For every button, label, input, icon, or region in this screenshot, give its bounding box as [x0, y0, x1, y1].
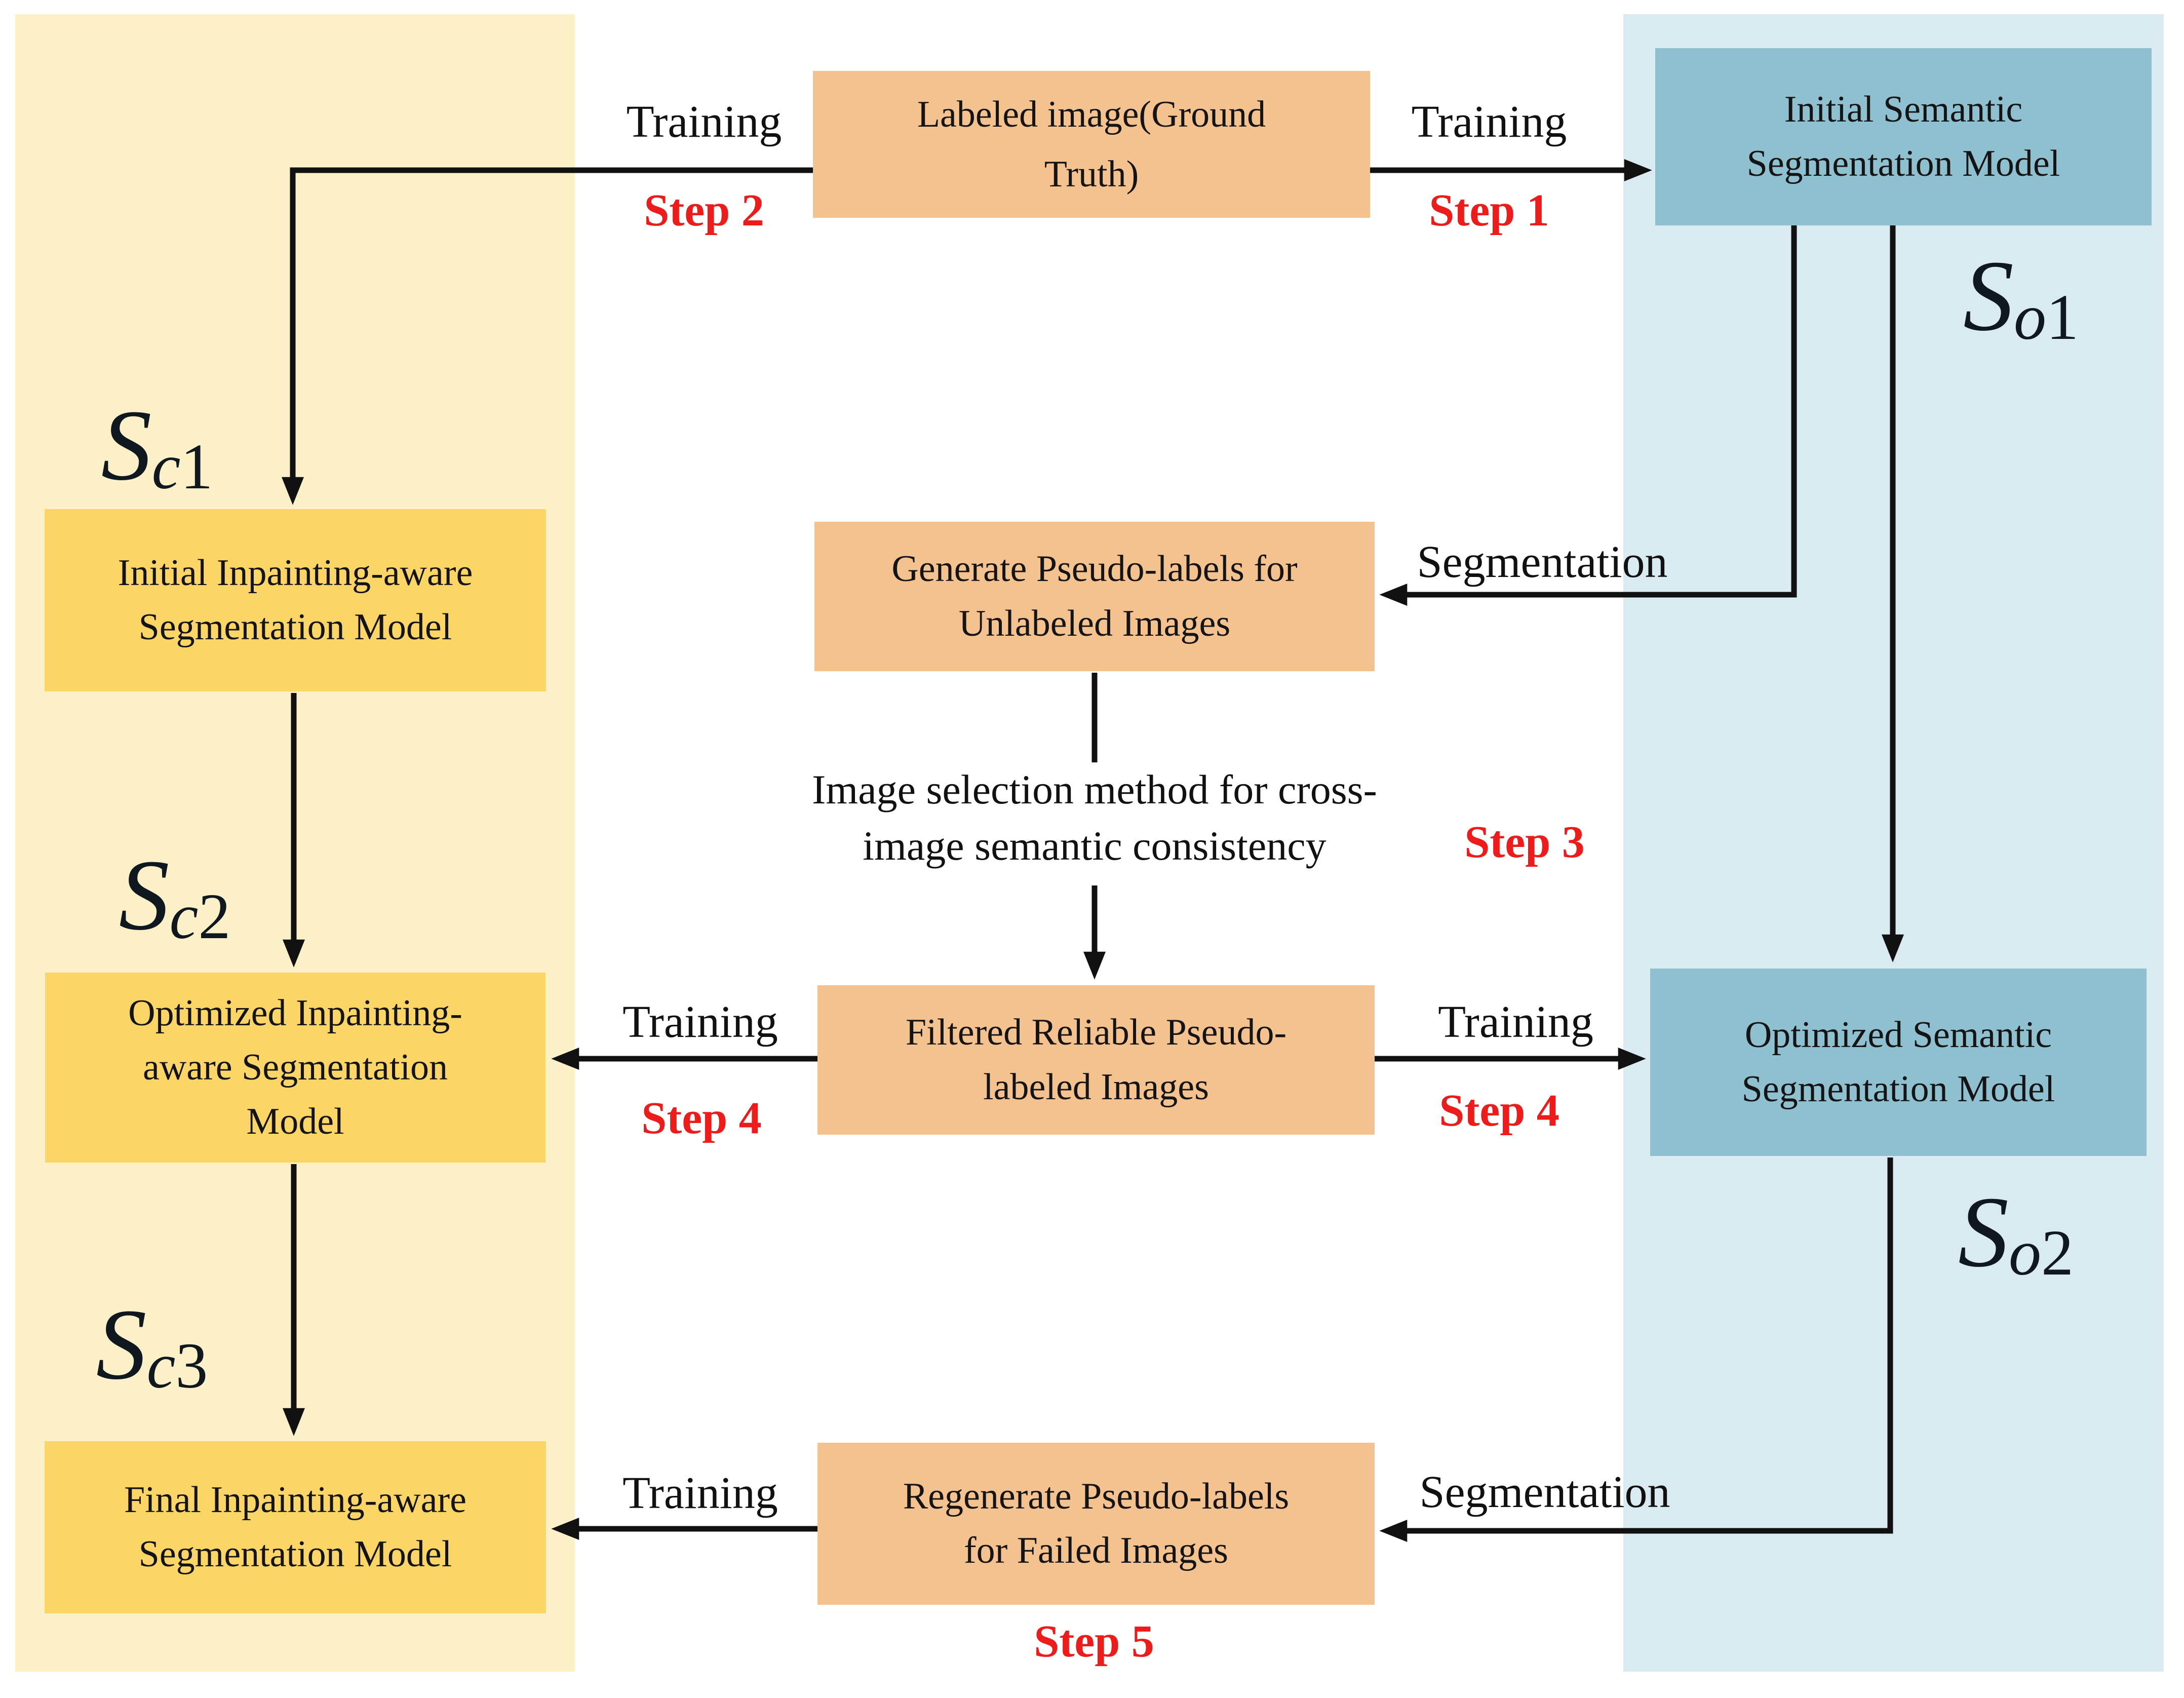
symbol-so2-sub: o [2009, 1217, 2041, 1289]
symbol-sc1-index: 1 [180, 430, 213, 503]
symbol-sc3-sub: c [146, 1329, 176, 1402]
step-4-label-right: Step 4 [1439, 1086, 1559, 1136]
symbol-sc3-base: S [96, 1289, 147, 1401]
generate-pseudo-labels-box: Generate Pseudo-labels for Unlabeled Ima… [814, 522, 1375, 671]
labeled-image-box: Labeled image(Ground Truth) [813, 71, 1370, 218]
optimized-semantic-model-box: Optimized Semantic Segmentation Model [1650, 969, 2147, 1156]
symbol-so2-index: 2 [2041, 1217, 2074, 1289]
step-1-label: Step 1 [1429, 185, 1549, 236]
training-label-top-left: Training [626, 96, 782, 147]
symbol-sc1-base: S [101, 390, 152, 501]
training-label-bottom: Training [622, 1468, 778, 1518]
training-label-middle-left: Training [622, 997, 778, 1047]
symbol-sc2-base: S [119, 839, 170, 951]
training-label-middle-right: Training [1438, 997, 1593, 1047]
step-3-label: Step 3 [1464, 817, 1585, 867]
symbol-so1-index: 1 [2046, 281, 2079, 353]
step-4-label-left: Step 4 [641, 1093, 762, 1143]
step-2-label: Step 2 [644, 185, 764, 236]
step-5-label: Step 5 [1034, 1616, 1154, 1667]
image-selection-method-note: Image selection method for cross- image … [812, 766, 1377, 869]
symbol-sc3-index: 3 [175, 1329, 208, 1402]
segmentation-label-top: Segmentation [1417, 537, 1668, 587]
symbol-sc2-index: 2 [198, 880, 231, 952]
symbol-so1-base: S [1963, 240, 2014, 352]
segmentation-label-bottom: Segmentation [1419, 1467, 1670, 1517]
symbol-sc1-sub: c [151, 430, 181, 503]
regenerate-pseudo-labels-box: Regenerate Pseudo-labels for Failed Imag… [817, 1443, 1375, 1605]
final-inpainting-model-box: Final Inpainting-aware Segmentation Mode… [45, 1441, 546, 1613]
symbol-so2-base: S [1958, 1176, 2009, 1288]
filtered-pseudo-labeled-box: Filtered Reliable Pseudo- labeled Images [817, 985, 1375, 1135]
symbol-sc2-sub: c [169, 880, 199, 952]
optimized-inpainting-model-box: Optimized Inpainting- aware Segmentation… [45, 973, 545, 1163]
arrow-initialsem-segmentation-to-generate [1379, 225, 1797, 606]
arrow-optimizedsem-segmentation-to-regenerate [1379, 1157, 1893, 1542]
initial-inpainting-model-box: Initial Inpainting-aware Segmentation Mo… [45, 509, 546, 691]
arrow-labeled-to-initial-inpainting [282, 167, 813, 505]
symbol-so1-sub: o [2014, 281, 2046, 353]
initial-semantic-model-box: Initial Semantic Segmentation Model [1655, 48, 2152, 225]
training-label-top-right: Training [1411, 96, 1567, 147]
